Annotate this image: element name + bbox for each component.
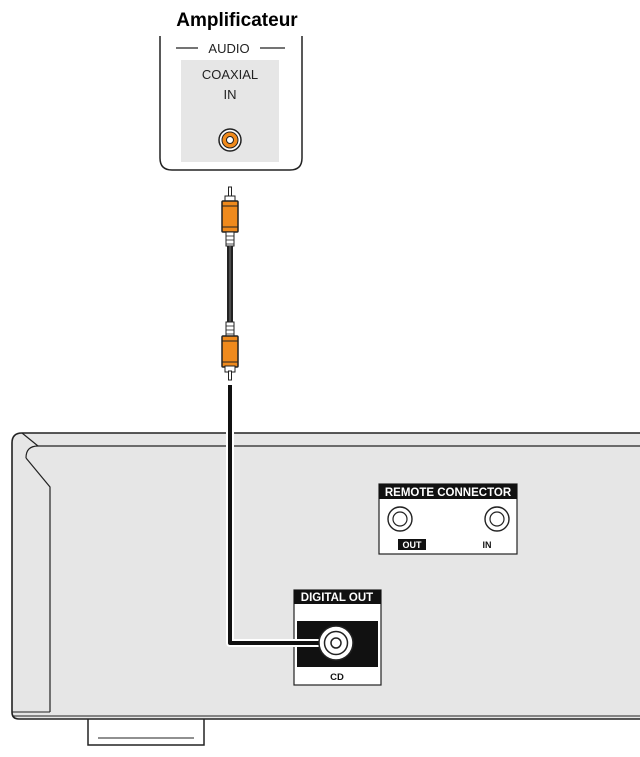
- player-foot: [87, 714, 205, 746]
- digital-out-jack[interactable]: [318, 625, 354, 661]
- amplifier-section-label: AUDIO: [208, 41, 249, 56]
- amplifier-title: Amplificateur: [176, 10, 298, 31]
- digital-out-sub-label: CD: [330, 672, 344, 683]
- coaxial-in-jack[interactable]: [218, 128, 242, 152]
- coaxial-label: COAXIAL: [202, 67, 258, 82]
- coaxial-cable: [221, 186, 239, 381]
- amplifier-panel: AUDIO COAXIAL IN: [159, 36, 303, 171]
- remote-connector-label: REMOTE CONNECTOR: [385, 487, 512, 499]
- remote-out-badge: [398, 539, 426, 550]
- remote-in-jack[interactable]: [484, 506, 510, 532]
- remote-in-label: IN: [483, 540, 492, 550]
- cable-to-digital-out: [228, 385, 336, 645]
- digital-out-label: DIGITAL OUT: [301, 592, 373, 604]
- cd-player-rear-panel: [11, 432, 640, 746]
- cable-plug-top: [221, 186, 239, 247]
- remote-connector-block: REMOTE CONNECTOR OUT IN: [378, 483, 518, 555]
- in-label: IN: [224, 87, 237, 102]
- remote-out-jack[interactable]: [387, 506, 413, 532]
- cable-plug-bottom: [221, 321, 239, 381]
- remote-out-label: OUT: [403, 540, 423, 550]
